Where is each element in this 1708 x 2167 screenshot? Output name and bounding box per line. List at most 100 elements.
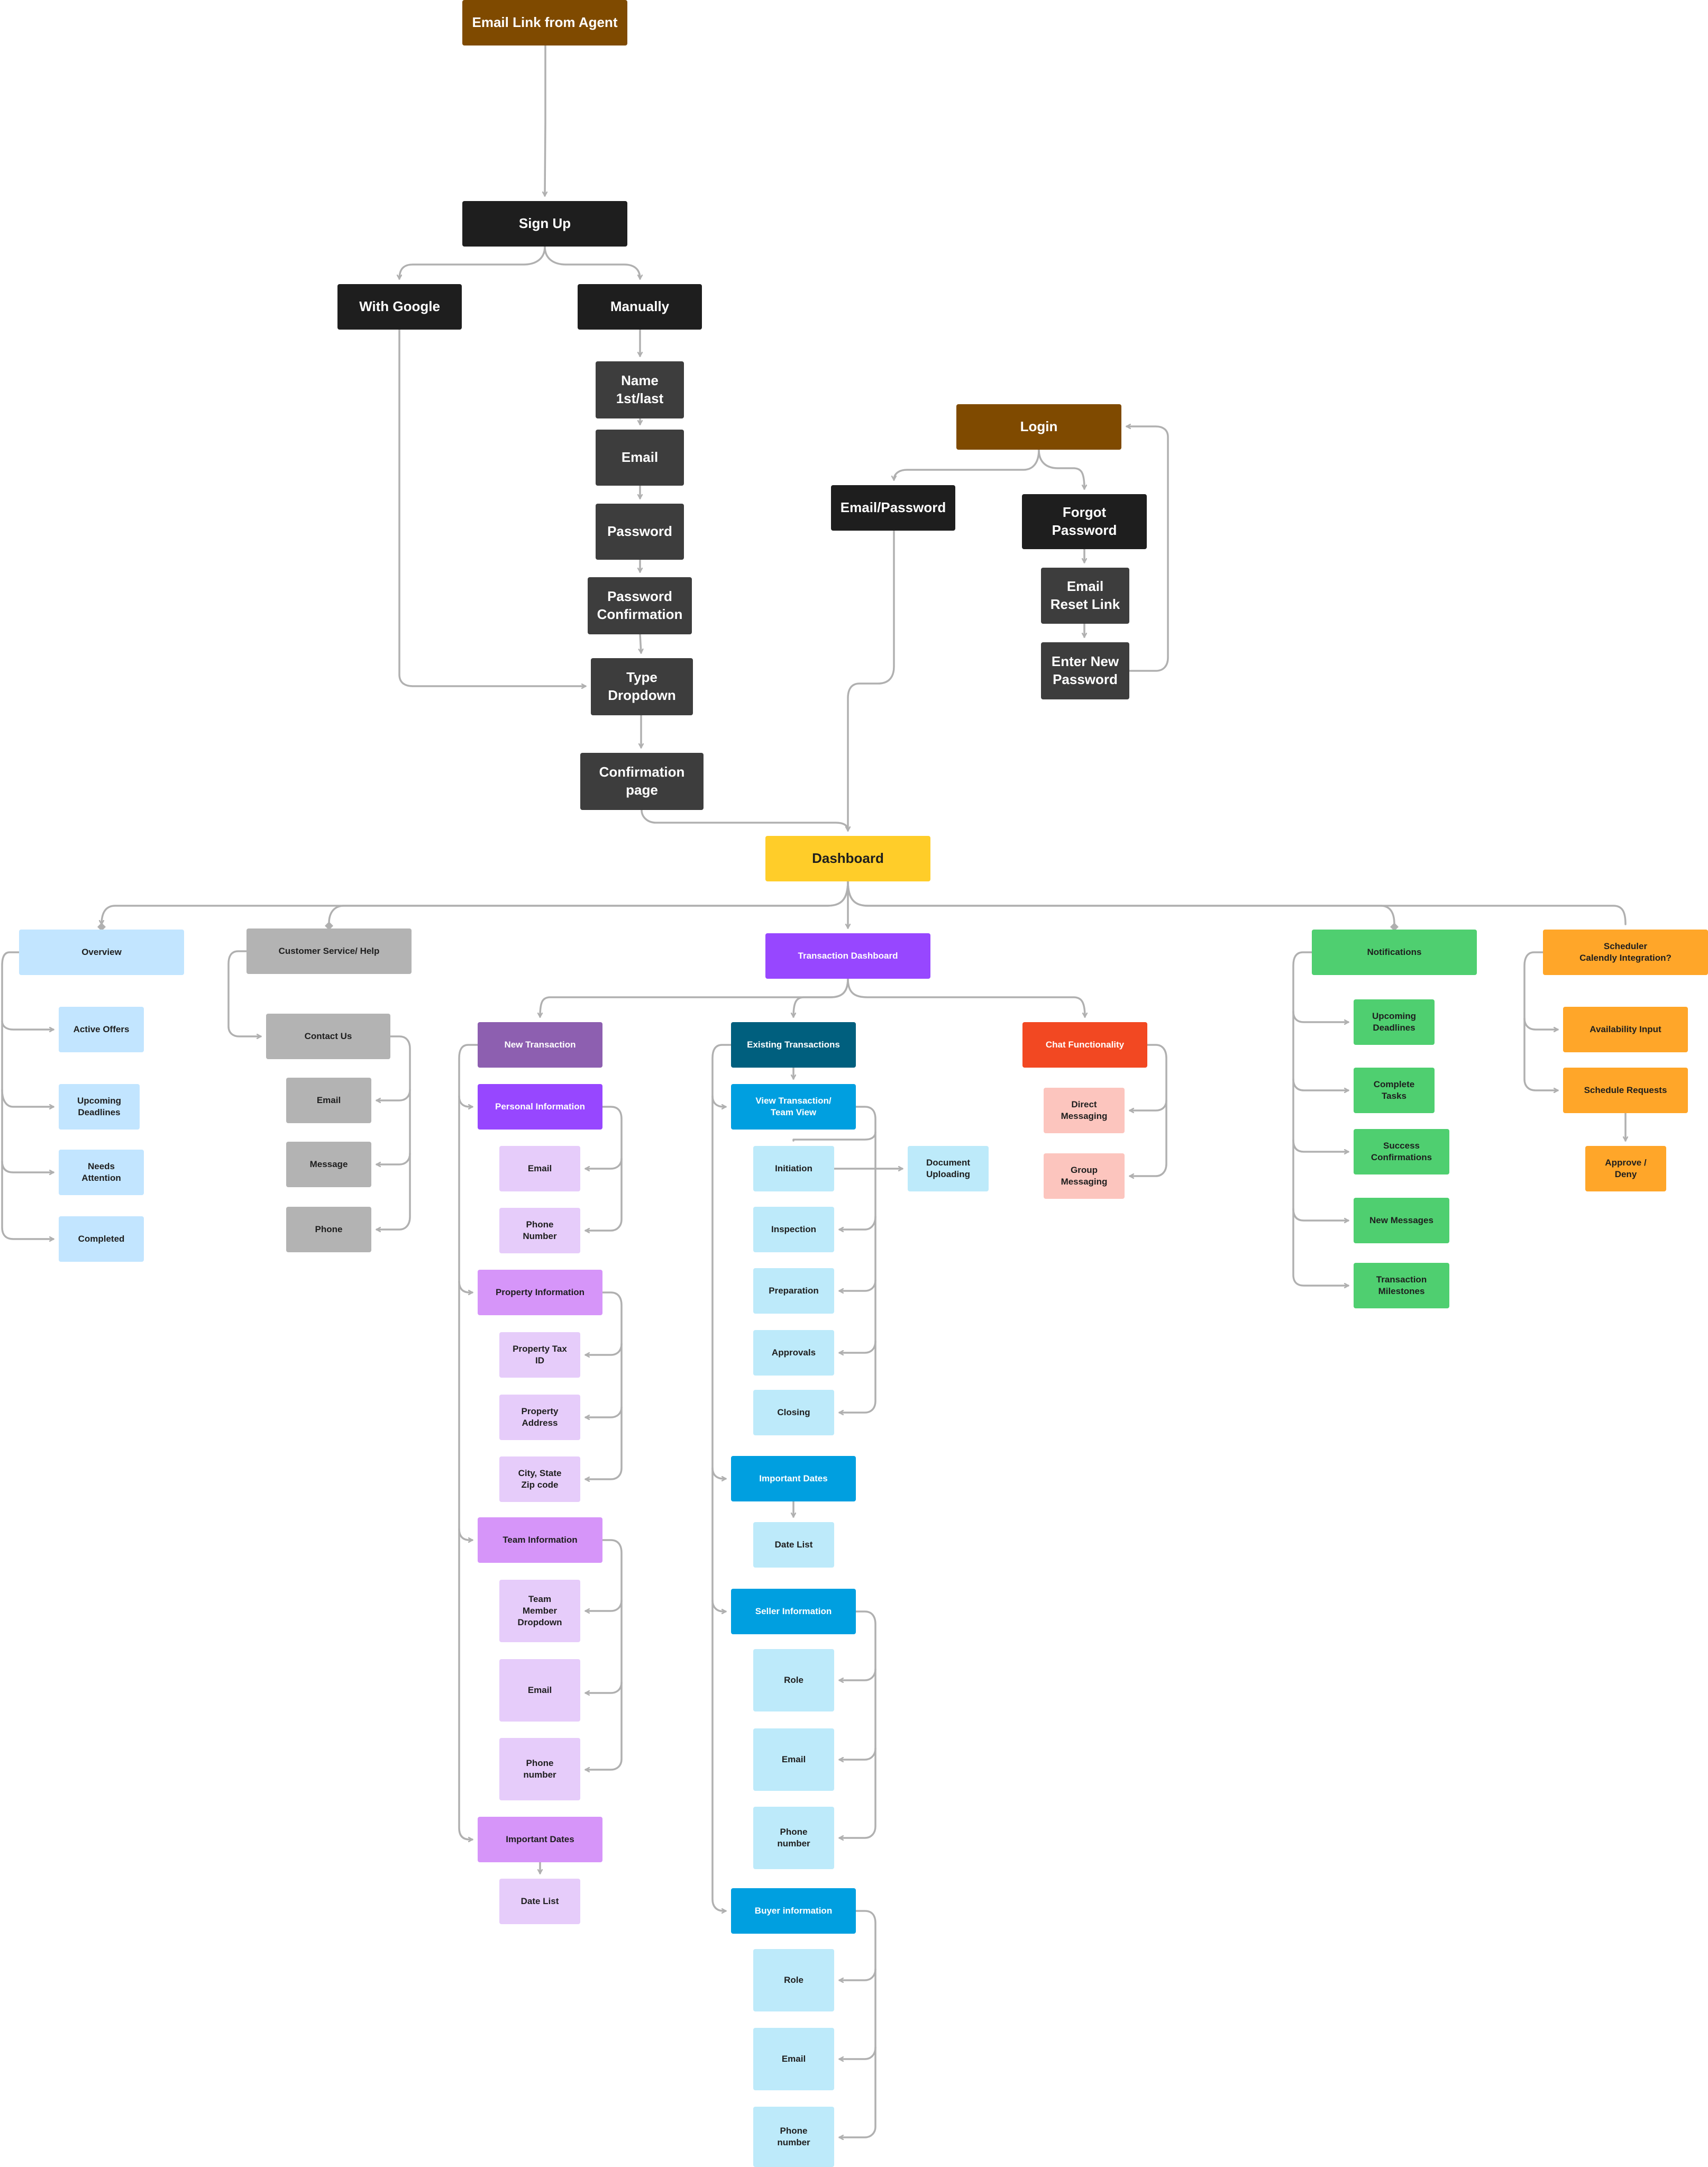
connector-25 [1,1089,54,1172]
connector-38 [584,1106,623,1169]
connector-67 [1292,951,1349,1022]
junction-marker-2 [325,922,333,930]
connector-20 [328,880,849,924]
connector-43 [584,1539,623,1611]
new-transaction-node: New Transaction [478,1022,602,1068]
inspection-node: Inspection [753,1207,834,1252]
new-transaction-important-dates-node: Important Dates [478,1817,602,1862]
connector-3 [544,245,640,280]
connector-51 [711,1599,727,1911]
existing-transactions-important-dates-node: Important Dates [731,1456,856,1501]
preparation-node: Preparation [753,1268,834,1314]
transaction-milestones-node: Transaction Milestones [1354,1263,1449,1308]
direct-messaging-node: Direct Messaging [1044,1088,1125,1133]
connector-8 [640,633,641,654]
password-confirmation-node: Password Confirmation [588,577,692,634]
connector-59 [838,1610,876,1680]
connector-23 [1,951,54,1030]
connector-50 [711,1467,727,1611]
connector-28 [376,1035,411,1100]
scheduler-node: Scheduler Calendly Integration? [1543,930,1708,975]
connector-2 [399,245,546,280]
name-node: Name 1st/last [596,361,684,418]
connector-42 [584,1406,623,1479]
document-uploading-node: Document Uploading [908,1146,989,1191]
customer-service-message-node: Message [286,1142,371,1187]
connector-32 [793,978,849,1018]
group-messaging-node: Group Messaging [1044,1153,1125,1199]
connector-47 [711,1044,732,1107]
property-information-node: Property Information [478,1270,602,1315]
connector-71 [1292,1208,1349,1286]
connector-61 [838,1747,876,1838]
connector-33 [847,978,1085,1018]
connector-12 [848,530,895,832]
buyer-phone-number-node: Phone number [753,2107,834,2167]
property-address-node: Property Address [499,1395,580,1440]
notifications-node: Notifications [1312,930,1477,975]
city-state-zip-node: City, State Zip code [499,1456,580,1502]
connector-65 [1129,1044,1167,1110]
login-node: Login [956,404,1121,450]
team-email-node: Email [499,1659,580,1722]
connector-64 [838,2046,876,2137]
email-link-from-agent-node: Email Link from Agent [462,0,627,45]
approvals-node: Approvals [753,1330,834,1376]
connector-49 [711,1095,727,1479]
notifications-upcoming-deadlines-node: Upcoming Deadlines [1354,999,1435,1045]
dashboard-node: Dashboard [765,836,930,881]
closing-node: Closing [753,1390,834,1435]
connector-63 [838,1968,876,2059]
overview-upcoming-deadlines-node: Upcoming Deadlines [59,1084,140,1130]
with-google-node: With Google [337,284,462,330]
needs-attention-node: Needs Attention [59,1150,144,1195]
seller-phone-number-node: Phone number [753,1807,834,1869]
connector-68 [1292,1010,1349,1090]
seller-email-node: Email [753,1728,834,1791]
customer-service-email-node: Email [286,1078,371,1123]
schedule-requests-node: Schedule Requests [1563,1068,1688,1113]
email-password-node: Email/Password [831,485,955,531]
connector-26 [1,1160,54,1239]
team-information-node: Team Information [478,1517,602,1563]
connector-39 [584,1158,623,1231]
seller-information-node: Seller Information [731,1589,856,1634]
buyer-email-node: Email [753,2028,834,2090]
connector-24 [1,1020,54,1107]
view-transaction-node: View Transaction/ Team View [731,1084,856,1130]
connector-66 [1129,1099,1167,1176]
connector-62 [838,1910,876,1980]
success-confirmations-node: Success Confirmations [1354,1129,1449,1174]
completed-node: Completed [59,1216,144,1262]
connector-14 [1038,449,1084,490]
customer-service-help-node: Customer Service/ Help [246,928,412,974]
type-dropdown-node: Type Dropdown [591,658,693,715]
personal-information-node: Personal Information [478,1084,602,1130]
connector-40 [584,1291,623,1355]
property-tax-id-node: Property Tax ID [499,1332,580,1378]
transaction-dashboard-node: Transaction Dashboard [765,933,930,979]
team-phone-number-node: Phone number [499,1738,580,1800]
connector-13 [894,449,1040,481]
connector-27 [227,950,262,1036]
new-transaction-date-list-node: Date List [499,1879,580,1924]
confirmation-page-node: Confirmation page [580,753,704,810]
sign-up-node: Sign Up [462,201,627,247]
contact-us-node: Contact Us [266,1014,390,1059]
connector-30 [376,1152,411,1230]
buyer-role-node: Role [753,1949,834,2011]
complete-tasks-node: Complete Tasks [1354,1068,1435,1113]
enter-new-password-node: Enter New Password [1041,642,1129,699]
connector-lines [1,44,1625,2137]
connector-57 [838,1340,876,1413]
connector-54 [838,1131,876,1230]
new-messages-node: New Messages [1354,1198,1449,1243]
connector-44 [584,1599,623,1693]
signup-password-node: Password [596,504,684,560]
connector-17 [1126,426,1169,672]
team-member-dropdown-node: Team Member Dropdown [499,1580,580,1642]
connector-37 [458,1528,473,1840]
connector-60 [838,1668,876,1760]
chat-functionality-node: Chat Functionality [1022,1022,1147,1068]
